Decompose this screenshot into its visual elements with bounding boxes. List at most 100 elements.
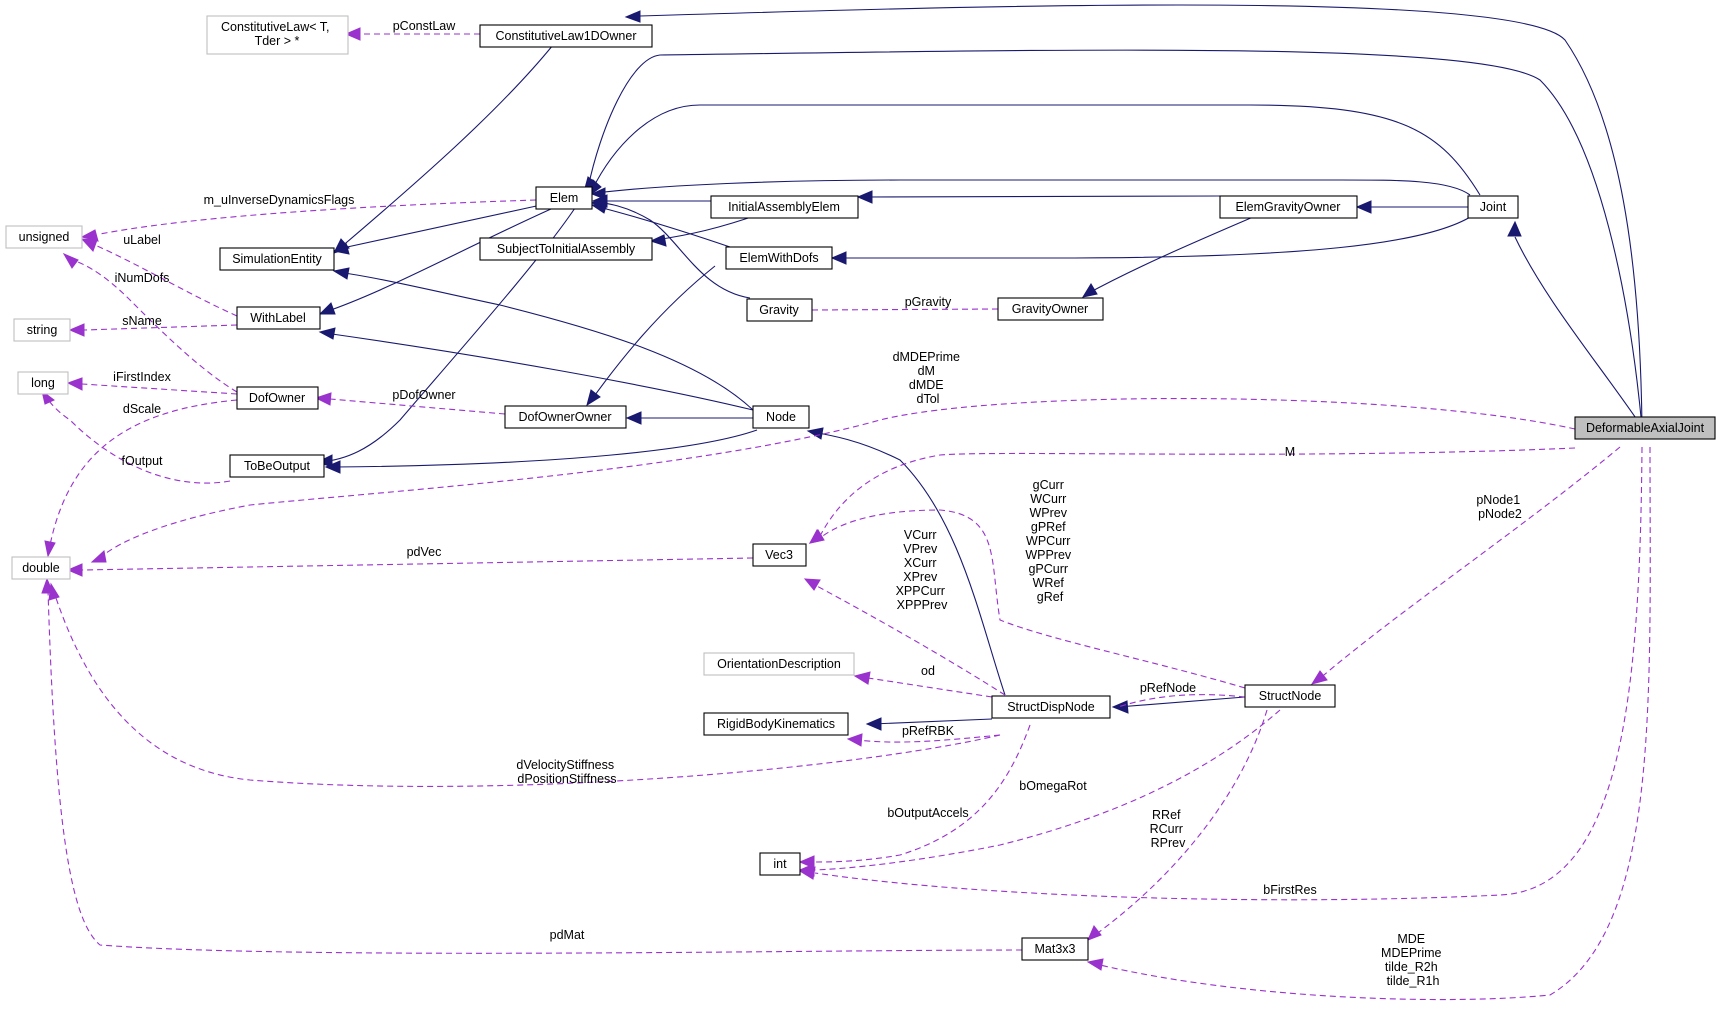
- edge-bomegarot: [809, 709, 1281, 871]
- arrow-boutputaccels: [798, 855, 815, 869]
- edge-r-group: [1094, 709, 1268, 936]
- node-label-initialassemblyelem: InitialAssemblyElem: [728, 200, 840, 214]
- arrow-g-group: [808, 529, 825, 544]
- edge-simulationentity-node: [337, 271, 754, 411]
- arrow-dscale: [44, 540, 56, 558]
- edge-pdvec: [81, 557, 754, 571]
- arrow-m-uinversedynamicsflags: [80, 229, 99, 242]
- edge-label-boutputaccels: bOutputAccels: [887, 806, 968, 820]
- edge-pdmat: [47, 589, 1023, 954]
- edge-dofownerowner-elemwithdofs: [589, 265, 716, 403]
- edge-tobeoutput-node: [334, 429, 758, 468]
- arrow-r-group: [1087, 925, 1102, 941]
- node-int: int: [759, 852, 801, 876]
- edge-label-pdofowner: pDofOwner: [392, 388, 455, 402]
- edge-bfirstres: [814, 446, 1643, 901]
- edge-label-prefnode: pRefNode: [1140, 681, 1196, 695]
- arrow-inumdofs: [62, 252, 79, 269]
- node-initialassemblyelem[interactable]: InitialAssemblyElem: [710, 195, 859, 219]
- node-constitutivelaw: ConstitutiveLaw< T, Tder > *: [206, 15, 349, 55]
- edge-mde-group: [1099, 446, 1651, 1001]
- arrow-ifirstindex: [66, 377, 83, 391]
- edge-sname: [83, 324, 238, 331]
- node-label-elemgravityowner: ElemGravityOwner: [1236, 200, 1341, 214]
- arrow-withlabel-1: [318, 302, 336, 315]
- edge-label-dscale: dScale: [123, 402, 161, 416]
- edge-label-g-group: gCurr WCurr WPrev gPRef WPCurr WPPrev gP…: [1025, 478, 1074, 604]
- node-deformableaxialjoint[interactable]: DeformableAxialJoint: [1574, 416, 1716, 440]
- node-label-structdispnode: StructDispNode: [1007, 700, 1095, 714]
- edge-withlabel-node: [324, 332, 754, 411]
- arrow-mde-group: [1086, 958, 1104, 971]
- node-gravityowner[interactable]: GravityOwner: [997, 297, 1104, 321]
- node-label-unsigned: unsigned: [19, 230, 70, 244]
- node-elemwithdofs[interactable]: ElemWithDofs: [725, 246, 833, 270]
- node-withlabel[interactable]: WithLabel: [236, 306, 321, 330]
- edge-elem-joint: [591, 104, 1481, 196]
- node-gravity[interactable]: Gravity: [746, 298, 813, 322]
- arrow-simulationentity-3: [332, 267, 350, 280]
- node-label-dofowner: DofOwner: [249, 391, 305, 405]
- arrow-node: [806, 427, 824, 440]
- edge-simulationentity-constitutivelaw1downer: [339, 44, 554, 249]
- edge-simulationentity-elem: [337, 204, 542, 250]
- edge-label-pnode-group: pNode1 pNode2: [1476, 493, 1523, 521]
- node-dofowner[interactable]: DofOwner: [236, 386, 319, 410]
- arrow-pconstlaw: [344, 27, 361, 41]
- node-mat3x3[interactable]: Mat3x3: [1021, 937, 1089, 961]
- edge-label-ifirstindex: iFirstIndex: [113, 370, 171, 384]
- edge-label-ulabel: uLabel: [123, 233, 161, 247]
- edge-prefrbk: [857, 734, 1001, 743]
- arrow-simulationentity-2: [332, 242, 350, 255]
- arrow-dmde-group: [90, 550, 107, 563]
- node-simulationentity[interactable]: SimulationEntity: [219, 247, 335, 271]
- edge-label-m-uinversedynamicsflags: m_uInverseDynamicsFlags: [204, 193, 355, 207]
- edge-elemwithdofs-joint: [835, 213, 1476, 259]
- node-elem[interactable]: Elem: [535, 186, 593, 210]
- node-tobeoutput[interactable]: ToBeOutput: [229, 454, 325, 478]
- node-constitutivelaw1downer[interactable]: ConstitutiveLaw1DOwner: [479, 24, 653, 48]
- arrow-withlabel-2: [318, 327, 336, 340]
- edge-m: [817, 447, 1576, 541]
- arrow-tobeoutput-2: [324, 460, 341, 474]
- node-vec3[interactable]: Vec3: [752, 543, 807, 567]
- edge-stiffness: [54, 594, 1001, 787]
- node-subjecttoinitialassembly[interactable]: SubjectToInitialAssembly: [479, 237, 653, 261]
- node-unsigned: unsigned: [5, 225, 83, 249]
- arrow-pnode-group: [1310, 670, 1328, 685]
- node-structdispnode[interactable]: StructDispNode: [991, 695, 1111, 719]
- edge-label-bomegarot: bOmegaRot: [1019, 779, 1087, 793]
- node-label-tobeoutput: ToBeOutput: [244, 459, 311, 473]
- edge-inumdofs: [66, 257, 238, 393]
- node-joint[interactable]: Joint: [1467, 195, 1519, 219]
- edge-v-group: [814, 584, 1006, 696]
- node-label-int: int: [773, 857, 787, 871]
- arrow-constitutivelaw1downer: [624, 10, 641, 23]
- arrow-elemgravityowner: [1355, 200, 1372, 214]
- node-rigidbodykinematics[interactable]: RigidBodyKinematics: [703, 712, 849, 736]
- node-dofownerowner[interactable]: DofOwnerOwner: [504, 405, 627, 429]
- edge-label-od: od: [921, 664, 935, 678]
- edge-dmde-group: [99, 397, 1576, 559]
- edge-foutput: [44, 394, 231, 484]
- arrow-bfirstres: [798, 866, 816, 880]
- edge-label-mde-group: MDE MDEPrime tilde_R2h tilde_R1h: [1381, 932, 1445, 988]
- edge-elem-elemwithdofs: [594, 205, 731, 248]
- node-node[interactable]: Node: [752, 405, 810, 429]
- arrow-tobeoutput-1: [316, 454, 333, 468]
- edge-label-sname: sName: [122, 314, 162, 328]
- edges: [41, 4, 1651, 1001]
- node-structnode[interactable]: StructNode: [1244, 684, 1336, 708]
- edge-elem-deformableaxialjoint: [587, 49, 1643, 428]
- edge-constitutivelaw1downer-deformableaxialjoint: [639, 4, 1643, 428]
- node-elemgravityowner[interactable]: ElemGravityOwner: [1219, 195, 1358, 219]
- arrow-prefrbk: [846, 733, 863, 747]
- edge-pnode-group: [1317, 446, 1621, 681]
- arrow-structdispnode: [1111, 700, 1129, 714]
- edge-label-stiffness: dVelocityStiffness dPositionStiffness: [516, 758, 617, 786]
- node-label-gravityowner: GravityOwner: [1012, 302, 1088, 316]
- node-label-gravity: Gravity: [759, 303, 799, 317]
- node-label-rigidbodykinematics: RigidBodyKinematics: [717, 717, 835, 731]
- arrow-v-group: [803, 578, 821, 591]
